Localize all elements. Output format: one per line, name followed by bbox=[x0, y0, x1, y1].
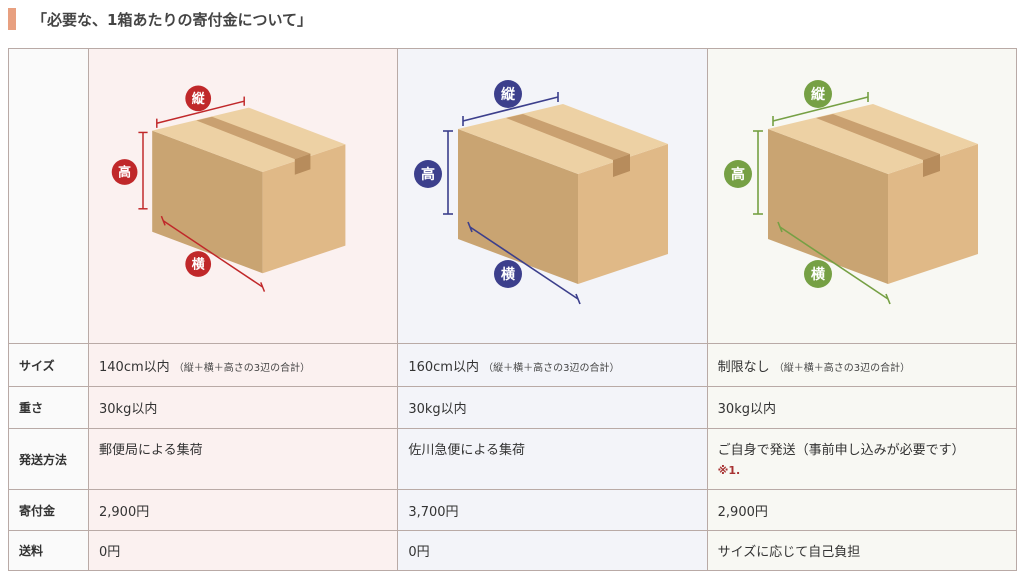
accent-bar bbox=[8, 8, 16, 30]
tick bbox=[260, 282, 266, 292]
width-label: 横 bbox=[811, 266, 826, 283]
section-header: 「必要な、1箱あたりの寄付金について」 bbox=[8, 8, 312, 30]
width-label: 横 bbox=[501, 266, 516, 283]
method-value: ご自身で発送（事前申し込みが必要です） bbox=[717, 443, 965, 458]
row-label: サイズ bbox=[8, 343, 89, 387]
tape-strip bbox=[815, 114, 940, 160]
width-dimension-line bbox=[162, 220, 264, 288]
fee-value: 2,900円 bbox=[87, 489, 399, 531]
width-badge bbox=[803, 260, 832, 288]
tick bbox=[776, 221, 783, 233]
table-row: 送料 0円 0円 サイズに応じて自己負担 bbox=[8, 530, 1018, 571]
size-value: 160cm以内 bbox=[408, 359, 479, 375]
weight-value: 30kg以内 bbox=[397, 386, 708, 429]
tape-strip bbox=[196, 116, 311, 160]
size-value: 制限なし bbox=[717, 359, 770, 375]
width-badge bbox=[185, 251, 212, 277]
box-front-face bbox=[152, 130, 263, 274]
weight-value: 30kg以内 bbox=[87, 386, 399, 429]
box-illustration-1: 縦高横 bbox=[87, 48, 399, 344]
tape-side bbox=[613, 154, 631, 177]
height-label: 高 bbox=[421, 166, 435, 183]
row-label: 重さ bbox=[8, 386, 89, 429]
tape-side bbox=[294, 153, 311, 175]
box-illustration-3: 縦高横 bbox=[706, 48, 1018, 344]
box-side-face bbox=[578, 144, 669, 284]
fee-value: 3,700円 bbox=[397, 489, 708, 531]
length-dimension-line bbox=[772, 96, 868, 122]
width-dimension-line bbox=[469, 226, 579, 300]
section-title: 「必要な、1箱あたりの寄付金について」 bbox=[32, 10, 312, 29]
shipping-value: 0円 bbox=[397, 530, 708, 571]
method-value: 佐川急便による集荷 bbox=[397, 428, 708, 490]
tape-strip bbox=[506, 114, 631, 160]
table-row: サイズ 140cm以内 （縦＋横＋高さの3辺の合計） 160cm以内 （縦＋横＋… bbox=[8, 343, 1018, 387]
length-badge bbox=[185, 85, 212, 112]
tick bbox=[467, 221, 474, 233]
size-value: 140cm以内 bbox=[99, 359, 170, 375]
height-label: 高 bbox=[118, 165, 131, 181]
length-badge bbox=[494, 80, 523, 108]
width-label: 横 bbox=[192, 257, 205, 273]
length-dimension-line bbox=[463, 96, 559, 122]
size-note: （縦＋横＋高さの3辺の合計） bbox=[773, 362, 911, 374]
tick bbox=[884, 293, 891, 305]
box-image-row: 縦高横 縦高横 縦高横 bbox=[8, 48, 1018, 344]
length-badge bbox=[803, 80, 832, 108]
row-label: 送料 bbox=[8, 530, 89, 571]
tick bbox=[575, 293, 582, 305]
row-label: 発送方法 bbox=[8, 428, 89, 490]
fee-value: 2,900円 bbox=[706, 489, 1018, 531]
box-side-face bbox=[262, 144, 346, 274]
height-badge bbox=[414, 160, 443, 188]
box-front-face bbox=[767, 129, 888, 284]
box-illustration-2: 縦高横 bbox=[397, 48, 708, 344]
empty-cell bbox=[8, 48, 89, 344]
length-label: 縦 bbox=[811, 86, 826, 103]
tape-side bbox=[922, 154, 940, 177]
weight-value: 30kg以内 bbox=[706, 386, 1018, 429]
tick bbox=[160, 215, 166, 226]
method-value: 郵便局による集荷 bbox=[87, 428, 399, 490]
height-badge bbox=[111, 159, 138, 185]
length-label: 縦 bbox=[192, 91, 205, 107]
footnote-marker: ※1. bbox=[717, 464, 741, 477]
width-badge bbox=[494, 260, 523, 288]
row-label: 寄付金 bbox=[8, 489, 89, 531]
box-front-face bbox=[458, 129, 579, 284]
cardboard-box: 縦高横 bbox=[111, 85, 346, 292]
height-label: 高 bbox=[731, 166, 745, 183]
size-note: （縦＋横＋高さの3辺の合計） bbox=[483, 362, 620, 374]
cardboard-box: 縦高横 bbox=[723, 80, 978, 305]
box-side-face bbox=[887, 144, 978, 284]
size-note: （縦＋横＋高さの3辺の合計） bbox=[173, 362, 311, 374]
table-row: 重さ 30kg以内 30kg以内 30kg以内 bbox=[8, 386, 1018, 429]
shipping-value: 0円 bbox=[87, 530, 399, 571]
length-label: 縦 bbox=[501, 86, 516, 103]
donation-table: 縦高横 縦高横 縦高横 サイズ 140cm以内 （縦＋横＋高さの3辺の合計） 1… bbox=[8, 48, 1018, 571]
width-dimension-line bbox=[779, 226, 889, 300]
height-badge bbox=[723, 160, 752, 188]
cardboard-box: 縦高横 bbox=[414, 80, 669, 305]
length-dimension-line bbox=[156, 100, 245, 124]
table-row: 寄付金 2,900円 3,700円 2,900円 bbox=[8, 489, 1018, 531]
shipping-value: サイズに応じて自己負担 bbox=[706, 530, 1018, 571]
table-row: 発送方法 郵便局による集荷 佐川急便による集荷 ご自身で発送（事前申し込みが必要… bbox=[8, 428, 1018, 490]
